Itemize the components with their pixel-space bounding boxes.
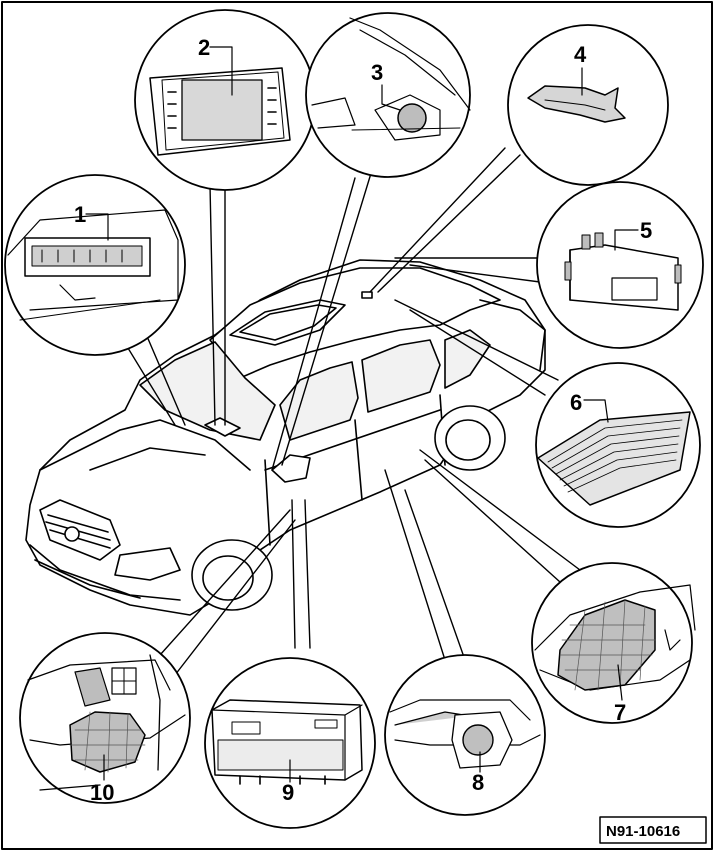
car-badge: [64, 526, 80, 542]
callout-number: 3: [371, 60, 383, 85]
car-side-window-front: [279, 361, 359, 441]
callout-panel-8: 8: [384, 654, 546, 816]
callout-number: 5: [640, 218, 652, 243]
callout-number: 6: [570, 390, 582, 415]
callout-number: 2: [198, 35, 210, 60]
callout-panel-9: 9: [204, 657, 376, 829]
tweeter-speaker: [397, 103, 427, 133]
callout-number: 4: [574, 42, 587, 67]
door-speaker-10-grille: [69, 711, 146, 773]
callout-panel-3: 3: [305, 12, 471, 178]
callout-panel-4: 4: [507, 24, 669, 186]
callout-panel-7: 7: [531, 562, 696, 725]
door-tweeter-8: [462, 724, 494, 756]
leader-lines: [119, 147, 581, 676]
callout-number: 8: [472, 770, 484, 795]
callout-number: 9: [282, 780, 294, 805]
door-speaker-7-grille: [557, 599, 656, 691]
car-mirror: [271, 454, 311, 483]
car-sunroof: [229, 299, 346, 346]
callout-panel-10: 10: [19, 632, 191, 805]
reference-code: N91-10616: [606, 823, 680, 840]
reference-code-box: N91-10616: [599, 816, 707, 844]
callout-panel-6: 6: [535, 362, 701, 528]
callout-number: 1: [74, 202, 86, 227]
callout-panel-2: 2: [134, 9, 316, 191]
car-side-window-rear: [361, 339, 441, 413]
callout-number: 7: [614, 700, 626, 725]
car-windscreen: [139, 341, 276, 441]
rear-window-antenna-illustration: [537, 411, 691, 506]
car-roof: [209, 267, 501, 379]
callout-panel-1: 1: [4, 174, 186, 356]
callout-number: 10: [90, 780, 114, 805]
car-headlight: [114, 547, 181, 581]
callout-panel-5: 5: [536, 181, 704, 349]
car-illustration: [25, 259, 546, 616]
